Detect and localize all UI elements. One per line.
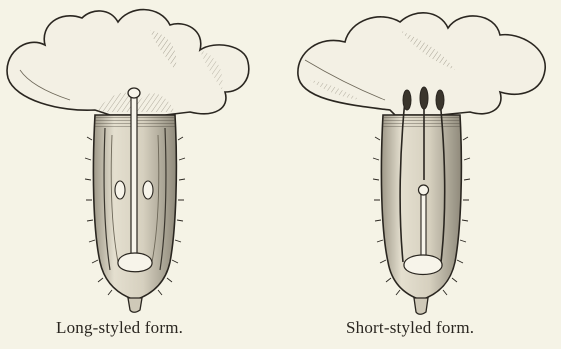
left-anther [115, 181, 125, 199]
short-styled-caption: Short-styled form. [346, 318, 474, 338]
right-anther [403, 90, 411, 110]
long-styled-caption: Long-styled form. [56, 318, 183, 338]
long-styled-flower-illustration [7, 10, 249, 313]
left-anther [143, 181, 153, 199]
right-style [421, 192, 426, 260]
left-pedicel [128, 298, 142, 312]
left-ovary [118, 253, 152, 272]
right-stigma [419, 185, 429, 195]
right-anther [420, 87, 428, 109]
left-style [131, 95, 137, 255]
right-anther [436, 90, 444, 110]
left-stigma [128, 88, 140, 98]
right-pedicel [414, 298, 428, 314]
short-styled-flower-illustration [298, 13, 545, 314]
right-ovary [404, 255, 442, 275]
